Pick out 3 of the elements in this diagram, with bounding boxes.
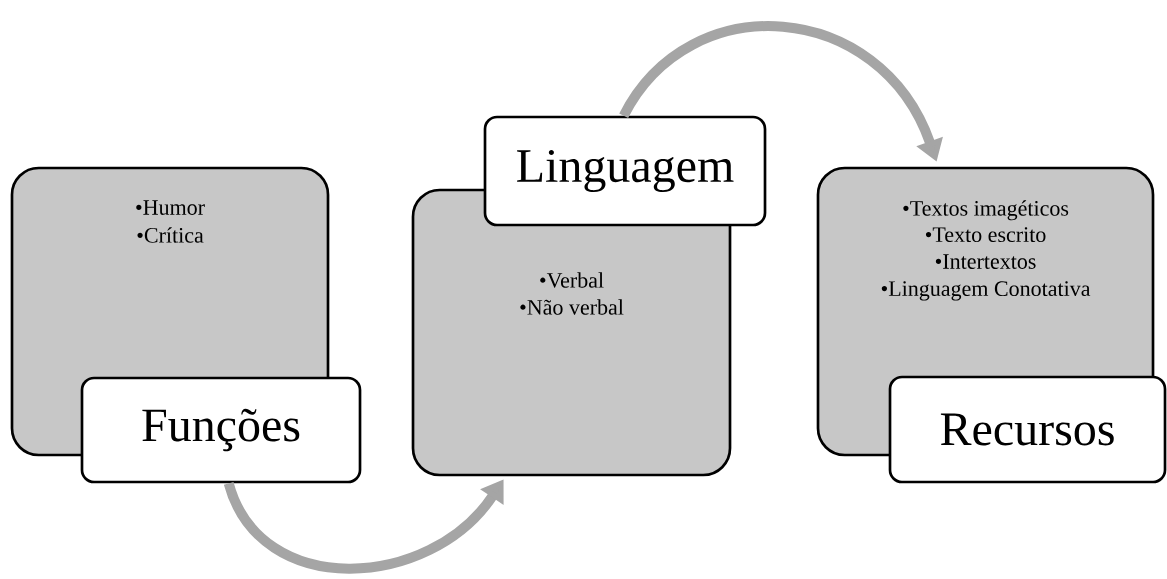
title-box: Recursos — [888, 375, 1167, 484]
title-box: Linguagem — [483, 115, 767, 227]
title-box: Funções — [80, 376, 362, 484]
